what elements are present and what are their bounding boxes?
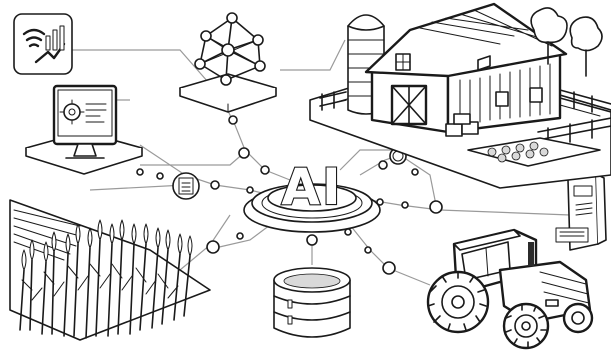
tractor-front-wheel xyxy=(502,302,550,350)
database-icon xyxy=(273,267,351,338)
neural-network-graph xyxy=(194,12,266,86)
vegetable-garden-icon xyxy=(467,137,601,167)
tractor-icon xyxy=(426,228,594,350)
network-nodes xyxy=(136,115,443,275)
tractor-rear-wheel xyxy=(426,270,490,334)
hay-bales-icon xyxy=(445,113,479,137)
tree-icon xyxy=(530,7,603,77)
ai-hub: AI xyxy=(243,157,381,233)
barn-icon xyxy=(364,2,568,134)
server-icon xyxy=(555,173,607,251)
document-node-icon xyxy=(172,172,200,200)
fence-icon xyxy=(319,89,611,147)
wheat-crop-icon xyxy=(9,199,211,341)
farm-scene xyxy=(309,2,611,189)
signal-chart-icon xyxy=(13,13,73,75)
computer-monitor-icon xyxy=(25,84,143,175)
tractor-small-wheel xyxy=(562,302,594,334)
neural-network-icon xyxy=(179,12,277,113)
ai-label: AI xyxy=(281,158,342,216)
